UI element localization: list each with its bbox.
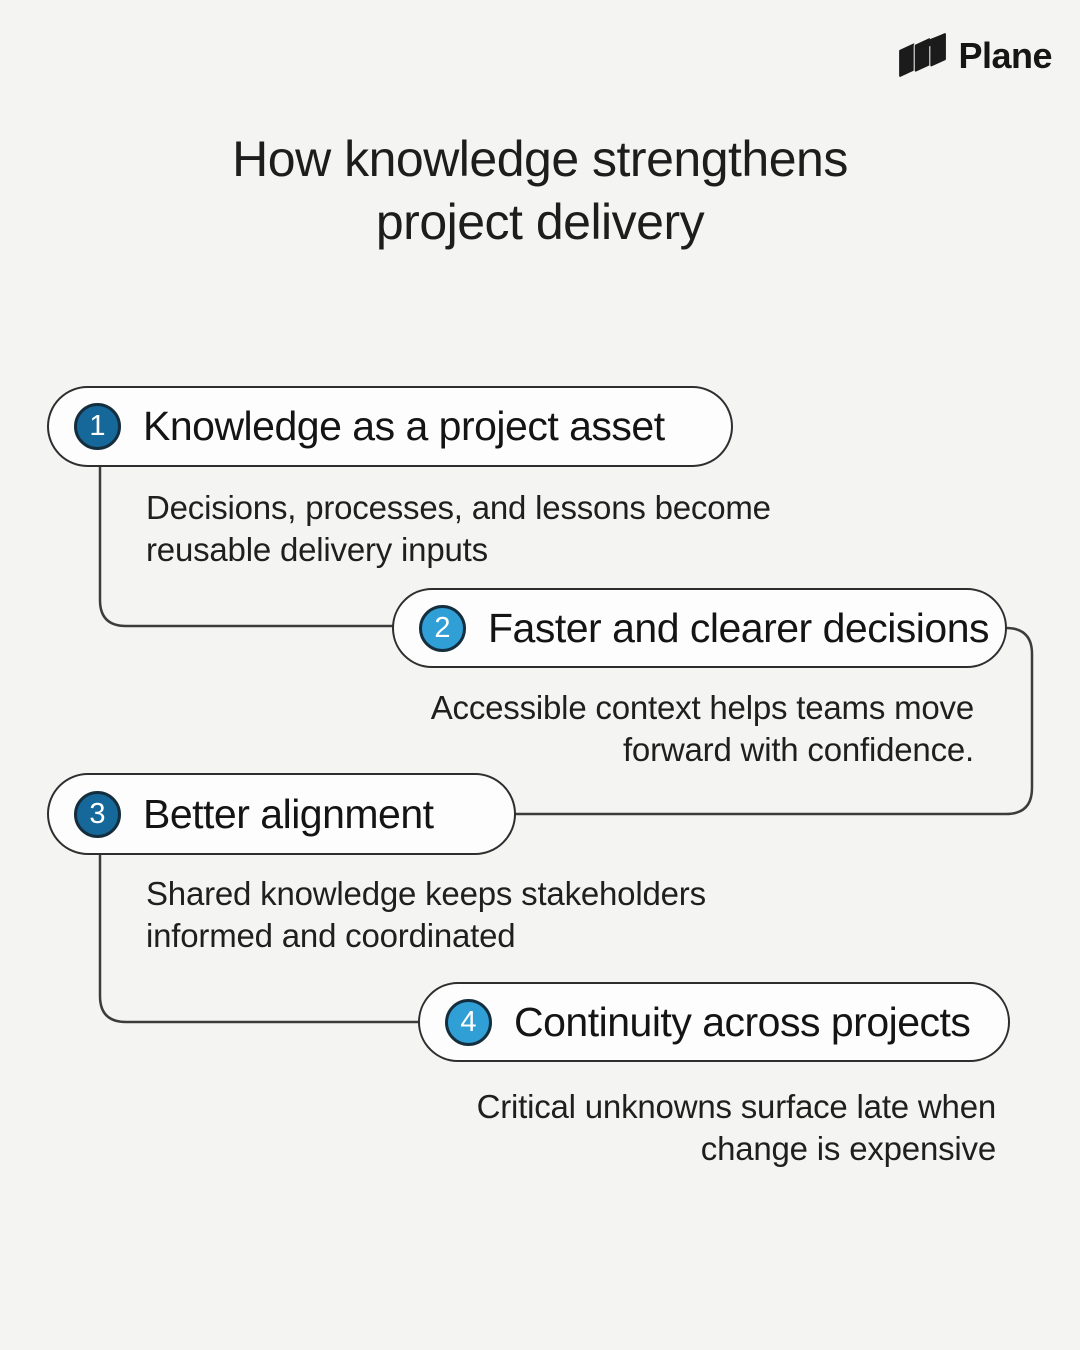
step-label-1: Knowledge as a project asset <box>143 403 665 449</box>
step-description-4-line2: change is expensive <box>700 1130 996 1167</box>
step-card-2: 2 Faster and clearer decisions <box>392 588 1007 668</box>
brand-name: Plane <box>958 35 1052 76</box>
step-label-4: Continuity across projects <box>514 998 971 1045</box>
page-title: How knowledge strengthens project delive… <box>0 128 1080 254</box>
step-description-3-line1: Shared knowledge keeps stakeholders <box>146 875 706 912</box>
connector-step2-step3 <box>510 626 1034 816</box>
step-number-badge-3: 3 <box>74 790 121 838</box>
connector-step3-step4 <box>98 848 430 1024</box>
step-card-4: 4 Continuity across projects <box>418 982 1010 1062</box>
step-number-badge-1: 1 <box>74 403 121 450</box>
step-card-1: 1 Knowledge as a project asset <box>47 386 733 467</box>
step-number-badge-2: 2 <box>419 604 466 652</box>
page-title-line2: project delivery <box>375 194 705 250</box>
step-description-2-line2: forward with confidence. <box>622 731 974 768</box>
step-description-1-line2: reusable delivery inputs <box>146 531 488 568</box>
step-number-badge-4: 4 <box>445 998 492 1046</box>
connector-step1-step2 <box>98 458 400 628</box>
step-description-3: Shared knowledge keeps stakeholders info… <box>146 873 706 957</box>
brand-logo: Plane <box>896 33 1052 79</box>
plane-logo-icon <box>896 33 948 79</box>
step-description-4-line1: Critical unknowns surface late when <box>476 1088 997 1125</box>
step-description-2-line1: Accessible context helps teams move <box>430 689 974 726</box>
step-description-1: Decisions, processes, and lessons become… <box>146 487 771 571</box>
step-description-2: Accessible context helps teams move forw… <box>431 687 974 771</box>
step-label-3: Better alignment <box>143 790 434 837</box>
step-card-3: 3 Better alignment <box>47 773 516 855</box>
step-description-4: Critical unknowns surface late when chan… <box>476 1086 997 1170</box>
step-description-1-line1: Decisions, processes, and lessons become <box>146 489 771 526</box>
step-label-2: Faster and clearer decisions <box>488 604 990 651</box>
step-description-3-line2: informed and coordinated <box>146 917 516 954</box>
page-title-line1: How knowledge strengthens <box>232 131 848 187</box>
